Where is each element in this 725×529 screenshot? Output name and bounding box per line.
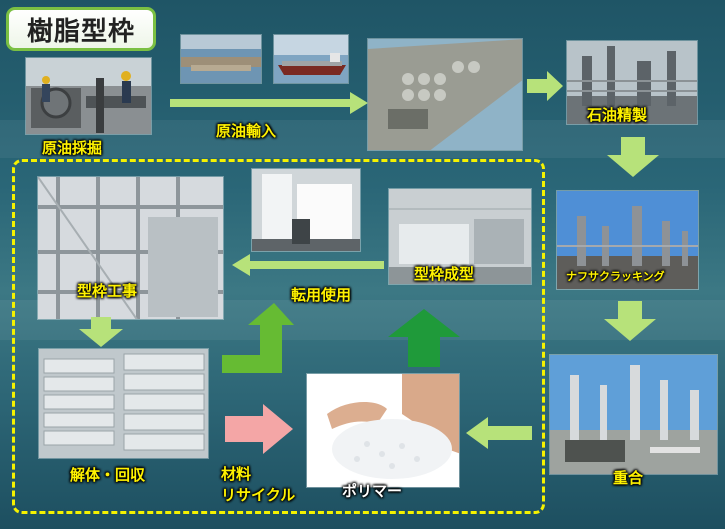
- arrow-down-icon: [79, 317, 123, 347]
- recycle-loop-frame: [12, 159, 545, 514]
- photo-tanker: [273, 34, 349, 84]
- label-formwork-molding: 型枠成型: [414, 265, 475, 283]
- arrow-left-icon: [466, 417, 532, 449]
- arrow-right-icon: [170, 92, 368, 114]
- photo-formwork-molding: [388, 188, 532, 285]
- arrow-left-icon: [232, 254, 384, 276]
- label-material-recycle-2: リサイクル: [221, 486, 296, 504]
- photo-oil-refining: [566, 40, 698, 125]
- photo-polymer-pellets: [306, 373, 460, 488]
- label-polymerization: 重合: [613, 469, 644, 487]
- page-title: 樹脂型枠: [26, 16, 135, 47]
- arrow-right-icon: [527, 71, 563, 101]
- label-polymer: ポリマー: [342, 482, 403, 500]
- label-oil-refining: 石油精製: [587, 106, 648, 124]
- photo-formwork-construction: [37, 176, 224, 320]
- arrow-right-icon: [225, 404, 293, 454]
- arrow-bent-up-icon: [222, 303, 294, 373]
- label-material-recycle-1: 材料: [221, 465, 252, 483]
- photo-crude-mining: [25, 57, 152, 135]
- label-formwork-construction: 型枠工事: [77, 282, 138, 300]
- photo-refinery-aerial: [367, 38, 523, 151]
- label-reuse: 転用使用: [291, 286, 352, 304]
- photo-polymerization: [549, 354, 718, 475]
- label-crude-import: 原油輸入: [216, 122, 277, 140]
- arrow-up-icon: [388, 309, 460, 367]
- photo-dismantle-collect: [38, 348, 209, 459]
- label-naphtha-cracking: ナフサクラッキング: [566, 270, 665, 283]
- label-crude-mining: 原油採掘: [42, 139, 103, 157]
- photo-harbor: [180, 34, 262, 84]
- photo-formwork-panels: [251, 168, 361, 252]
- arrow-down-icon: [604, 301, 656, 341]
- label-dismantle-collect: 解体・回収: [70, 466, 146, 484]
- photo-naphtha-cracking: [556, 190, 699, 290]
- title-box: 樹脂型枠: [6, 7, 156, 51]
- arrow-down-icon: [607, 137, 659, 177]
